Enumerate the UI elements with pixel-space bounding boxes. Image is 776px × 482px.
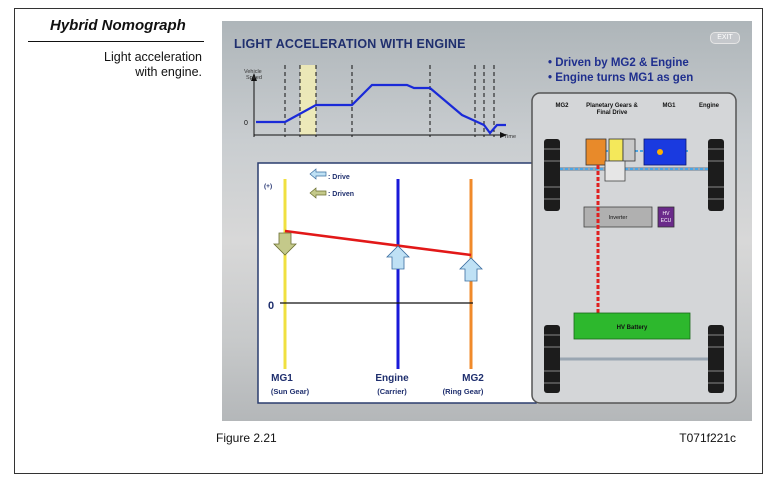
- section-title: Hybrid Nomograph: [50, 17, 186, 34]
- inverter-label: Inverter: [609, 215, 628, 221]
- legend-drive-label: : Drive: [328, 174, 350, 181]
- figure-caption: Figure 2.21: [216, 431, 277, 445]
- speed-ylabel-line-2: Speed: [246, 75, 262, 81]
- speed-relation-line: [284, 229, 472, 257]
- front-left-wheel: [544, 139, 560, 211]
- rear-left-wheel: [544, 325, 560, 393]
- legend-driven-label: : Driven: [328, 191, 354, 198]
- mg1-generator: [622, 138, 636, 162]
- slide-title: LIGHT ACCELERATION WITH ENGINE: [234, 37, 466, 51]
- engine-drive-arrow-icon: [386, 245, 410, 270]
- highlight-band: [300, 65, 316, 135]
- side-description-line-1: Light acceleration: [104, 50, 202, 64]
- engine-axis-label: Engine: [375, 373, 409, 384]
- speed-curve: [256, 83, 506, 135]
- hv-ecu-label-line-2: ECU: [661, 218, 672, 224]
- mg1-axis-sublabel: (Sun Gear): [271, 387, 310, 396]
- battery-label: HV Battery: [617, 325, 648, 331]
- figure-code: T071f221c: [679, 431, 736, 445]
- bullet-list: Driven by MG2 & Engine Engine turns MG1 …: [548, 56, 693, 86]
- rear-right-wheel: [708, 325, 724, 393]
- nomograph: (+) : Drive : Driven 0 MG1 (Sun Gear) En…: [257, 162, 537, 404]
- mg2-drive-arrow-icon: [459, 257, 483, 282]
- mg2-axis-sublabel: (Ring Gear): [443, 387, 484, 396]
- final-drive: [604, 160, 626, 182]
- mg1-label: MG1: [662, 103, 676, 109]
- plus-label: (+): [264, 183, 272, 190]
- front-right-wheel: [708, 139, 724, 211]
- y-axis-arrow-icon: [251, 73, 257, 81]
- rear-tire-tread: [544, 334, 724, 384]
- engine-axis-sublabel: (Carrier): [377, 387, 407, 396]
- speed-origin-label: 0: [244, 120, 248, 127]
- exit-button[interactable]: EXIT: [710, 32, 740, 44]
- powertrain-diagram: MG2 Planetary Gears & Final Drive MG1 En…: [531, 92, 737, 404]
- hv-battery: [573, 312, 691, 340]
- time-label: Time: [504, 134, 516, 140]
- engine-indicator-icon: [657, 149, 663, 155]
- slide-panel: LIGHT ACCELERATION WITH ENGINE EXIT Driv…: [222, 21, 752, 421]
- mg1-driven-arrow-icon: [273, 232, 297, 256]
- drive-arrow-icon: [309, 168, 327, 180]
- bullet-item: Driven by MG2 & Engine: [548, 56, 693, 71]
- mg1-axis-label: MG1: [271, 373, 293, 384]
- planetary-gear-set: [608, 138, 624, 162]
- time-divider-lines: [284, 65, 495, 137]
- driven-arrow-icon: [309, 187, 327, 199]
- inverter-box: [583, 206, 653, 228]
- front-tire-tread: [544, 148, 724, 200]
- bullet-item: Engine turns MG1 as gen: [548, 71, 693, 86]
- engine-label: Engine: [699, 103, 720, 109]
- page-frame: [14, 8, 763, 474]
- planetary-label-line-1: Planetary Gears &: [586, 103, 638, 109]
- mg2-label: MG2: [555, 103, 569, 109]
- speed-ylabel-line-1: Vehicle: [244, 69, 262, 75]
- slide-graphics: Vehicle Speed 0 Time (+) : Drive : Drive…: [244, 65, 737, 404]
- engine-block: [643, 138, 687, 166]
- zero-label: 0: [268, 300, 274, 312]
- section-rule: [28, 41, 204, 42]
- side-description-line-2: with engine.: [135, 65, 202, 79]
- speed-graph: Vehicle Speed 0 Time: [244, 65, 516, 140]
- planetary-label-line-2: Final Drive: [597, 110, 628, 116]
- x-axis-arrow-icon: [500, 132, 507, 138]
- mg2-motor: [585, 138, 607, 166]
- hv-ecu-box: [657, 206, 675, 228]
- side-description: Light acceleration with engine.: [42, 50, 202, 80]
- hv-ecu-label-line-1: HV: [663, 211, 671, 217]
- mg2-axis-label: MG2: [462, 373, 484, 384]
